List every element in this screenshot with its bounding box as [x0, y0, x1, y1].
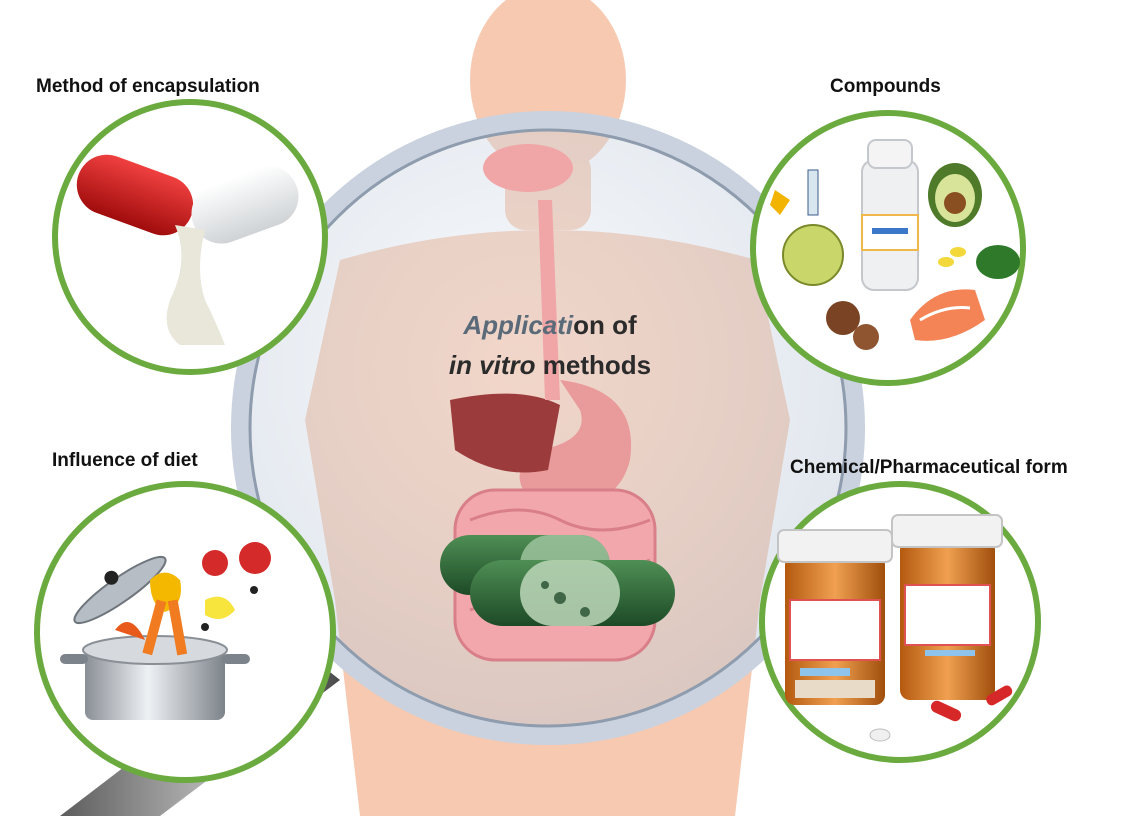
label-influence-of-diet: Influence of diet: [52, 450, 198, 471]
center-line1-italic: Applicati: [463, 310, 574, 340]
pharma-form-circle: [759, 481, 1041, 763]
pill-bottle-front-icon: [777, 529, 893, 705]
loose-pills-icon: [869, 685, 1013, 742]
powder-stream-icon: [166, 225, 225, 345]
pot-lid-icon: [73, 555, 167, 625]
encapsulation-circle: [52, 99, 328, 375]
magnifier-lens: [231, 111, 865, 745]
liver: [450, 393, 560, 473]
center-title-line2: in vitro methods: [400, 345, 700, 385]
compounds-circle: [750, 110, 1026, 386]
supplement-bottle-icon: [861, 139, 919, 291]
olive-oil-icon: [770, 169, 844, 286]
label-compounds: Compounds: [830, 76, 941, 97]
mouth: [483, 144, 573, 192]
capsule-pills-icon: [938, 247, 966, 267]
avocado-icon: [928, 163, 982, 227]
center-title-line1: Application of: [400, 305, 700, 345]
vegetables-icon: [115, 542, 271, 656]
center-line2-rest: methods: [535, 350, 652, 380]
red-capsule-half-icon: [76, 154, 194, 236]
label-chemical-pharmaceutical-form: Chemical/Pharmaceutical form: [790, 457, 1068, 478]
label-method-of-encapsulation: Method of encapsulation: [36, 76, 260, 97]
spinach-icon: [976, 245, 1020, 279]
nuts-icon: [826, 301, 879, 350]
esophagus: [538, 200, 560, 400]
green-capsule-2: [470, 560, 675, 626]
pill-bottle-back-icon: [891, 514, 1003, 700]
center-line1-rest: on of: [573, 310, 637, 340]
center-line2-italic: in vitro: [448, 350, 536, 380]
stomach: [519, 380, 632, 505]
diet-circle: [34, 481, 336, 783]
white-capsule-half-icon: [191, 166, 299, 244]
salmon-icon: [910, 289, 985, 341]
cooking-pot-icon: [60, 635, 250, 720]
center-title: Application of in vitro methods: [400, 305, 700, 385]
